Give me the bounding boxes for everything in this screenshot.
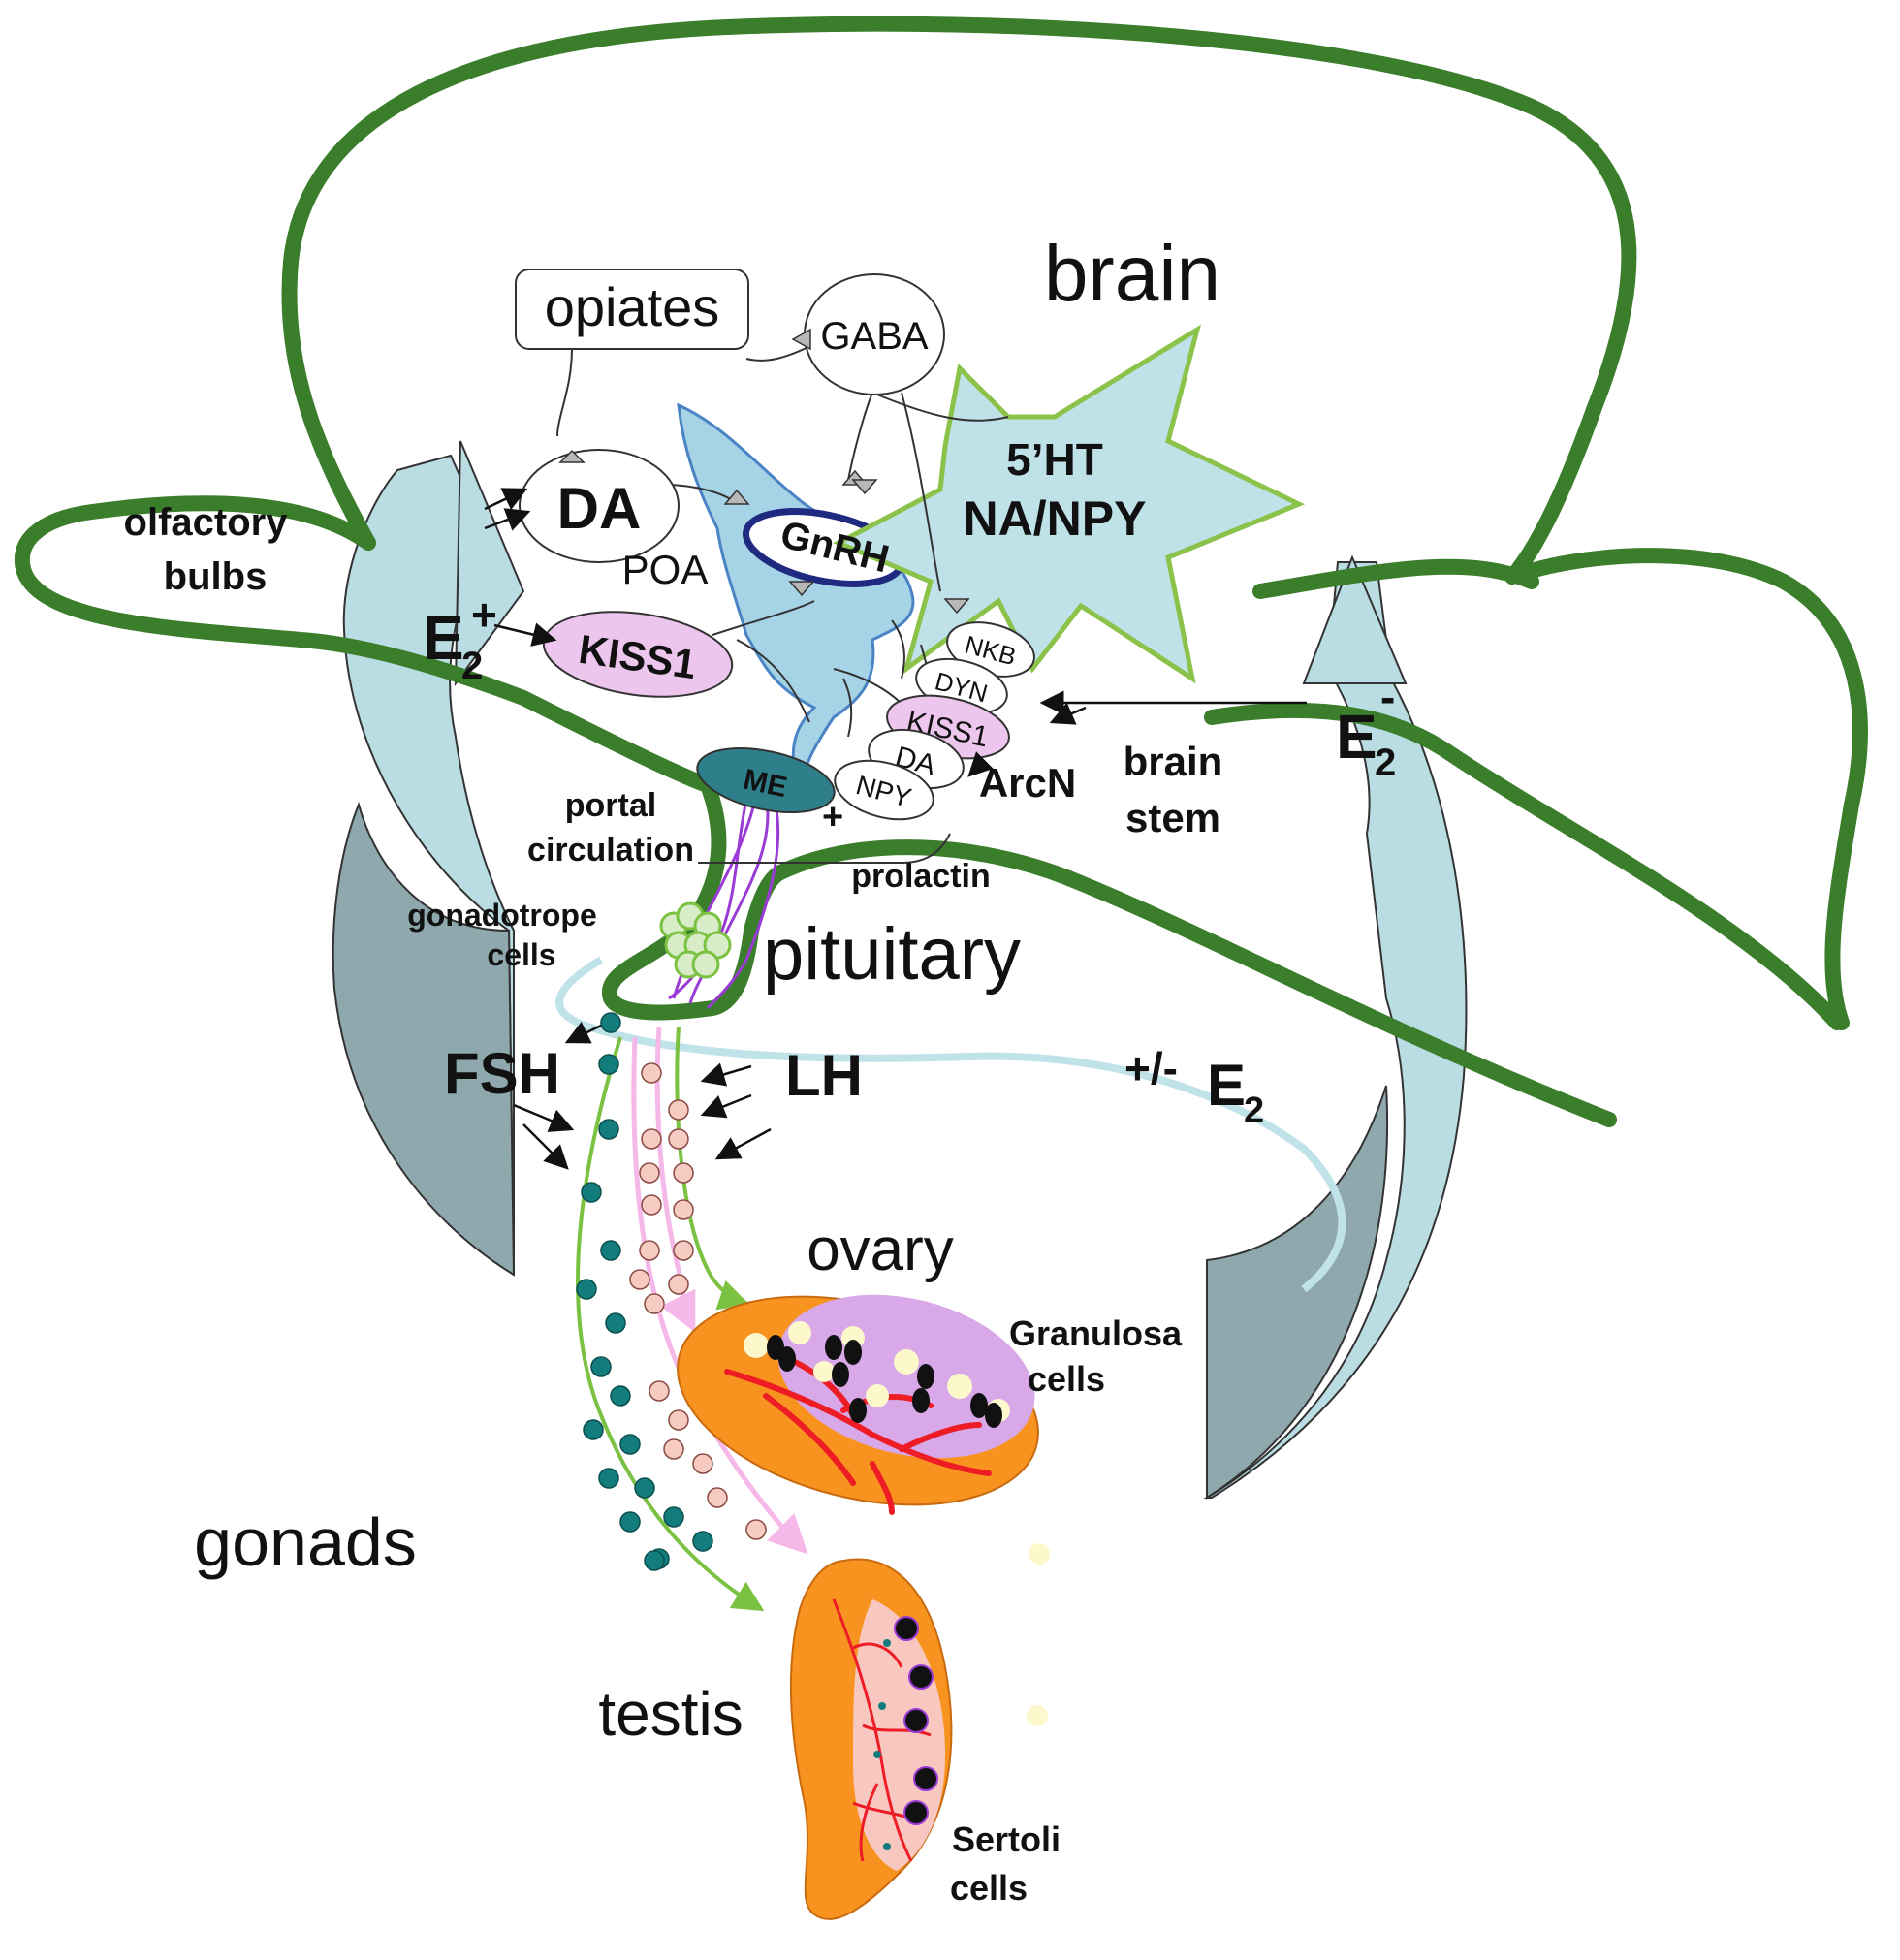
arcn-label: ArcN	[979, 760, 1076, 806]
plus-sign: +	[822, 797, 843, 838]
lh-label: LH	[785, 1043, 863, 1108]
pm-e2-prefix: +/-	[1124, 1043, 1178, 1093]
testis	[789, 1558, 953, 1920]
granulosa-label-1: Granulosa	[1009, 1313, 1183, 1353]
lh-dots	[629, 1062, 767, 1540]
olfactory-label-2: bulbs	[164, 555, 268, 598]
opiates-label: opiates	[545, 276, 720, 337]
testis-label: testis	[598, 1679, 743, 1749]
gonadotrope-label-2: cells	[487, 937, 555, 972]
node-da-poa: DA	[519, 449, 680, 563]
arrows	[484, 488, 1307, 1170]
sertoli-label-1: Sertoli	[952, 1819, 1061, 1859]
brain-label: brain	[1044, 230, 1220, 318]
pm-e2-base: E	[1207, 1053, 1246, 1118]
poa-label: POA	[622, 547, 709, 592]
node-me: ME	[696, 747, 836, 813]
e2-minus-label: E 2 -	[1336, 672, 1396, 784]
star-label-1: 5’HT	[1006, 434, 1103, 485]
granulosa-label-2: cells	[1028, 1359, 1105, 1399]
brain-outline	[14, 16, 1868, 1127]
pm-e2-sub: 2	[1244, 1091, 1264, 1131]
brain-stem-label-1: brain	[1124, 739, 1223, 784]
star-label-2: NA/NPY	[964, 491, 1147, 546]
e2-minus-sub: 2	[1375, 742, 1396, 784]
fsh-label: FSH	[444, 1041, 560, 1106]
cream-dots	[1027, 1543, 1050, 1726]
node-npy: NPY	[834, 759, 934, 821]
e2-plus-sup: +	[471, 589, 497, 640]
e2-plus-sub: 2	[461, 645, 483, 687]
node-opiates: opiates	[515, 269, 749, 350]
gonadotrope-cells	[659, 901, 732, 979]
da-poa-label: DA	[557, 476, 642, 541]
brain-stem-label-2: stem	[1125, 795, 1220, 840]
e2-minus-base: E	[1336, 702, 1378, 772]
e2-positive-feedback-arrow	[332, 440, 525, 1277]
olfactory-label-1: olfactory	[124, 501, 289, 544]
prolactin-label: prolactin	[851, 858, 991, 895]
gnrh-neuron	[677, 402, 915, 777]
fsh-dots	[576, 1012, 713, 1571]
e2-minus-sup: -	[1380, 672, 1395, 722]
portal-label-1: portal	[565, 787, 656, 824]
5ht-na-npy-star	[833, 324, 1306, 684]
pm-e2-label: +/- E 2	[1124, 1043, 1264, 1131]
portal-label-2: circulation	[527, 832, 694, 869]
gonads-label: gonads	[194, 1504, 417, 1580]
synapse-marks	[558, 328, 970, 615]
node-kiss1-poa: KISS1	[542, 611, 734, 698]
ovary-label: ovary	[807, 1217, 954, 1283]
neural-connections	[556, 343, 1009, 865]
node-gaba: GABA	[804, 273, 945, 395]
gaba-label: GABA	[820, 315, 928, 358]
pituitary-label: pituitary	[763, 913, 1021, 996]
e2-negative-feedback-arrow	[1203, 554, 1468, 1500]
ovary	[677, 1294, 1039, 1515]
e2-plus-base: E	[423, 603, 464, 673]
e2-plus-label: E 2 +	[423, 589, 497, 687]
gonadotrope-label-1: gonadotrope	[407, 898, 597, 933]
sertoli-label-2: cells	[950, 1868, 1028, 1908]
